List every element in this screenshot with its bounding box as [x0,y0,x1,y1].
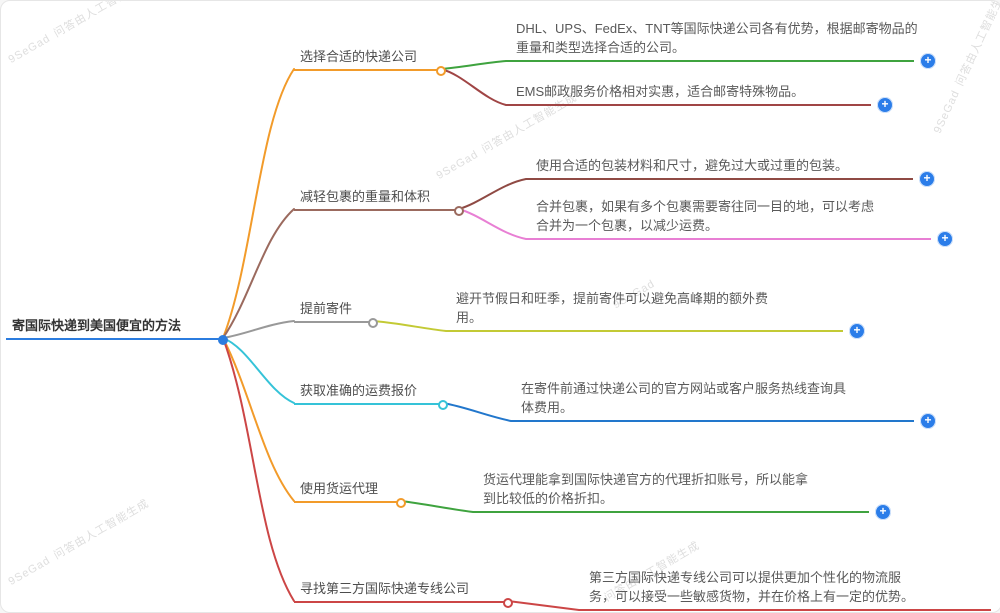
expand-plus-icon[interactable]: + [919,171,935,187]
leaf-node[interactable]: EMS邮政服务价格相对实惠，适合邮寄特殊物品。 + [506,82,893,113]
link-branch3-leaf1 [372,320,447,332]
expand-plus-icon[interactable]: + [920,53,936,69]
link-branch4-leaf1 [442,402,512,422]
leaf-node[interactable]: 在寄件前通过快递公司的官方网站或客户服务热线查询具体费用。 + [511,379,936,429]
branch-node-dot [503,598,513,608]
leaf-text: 使用合适的包装材料和尺寸，避免过大或过重的包装。 [536,158,849,173]
link-root-branch1 [222,68,295,339]
branch-node-dot [438,400,448,410]
leaf-node[interactable]: DHL、UPS、FedEx、TNT等国际快递公司各有优势，根据邮寄物品的重量和类… [506,19,936,69]
branch-node-dot [436,66,446,76]
leaf-text: EMS邮政服务价格相对实惠，适合邮寄特殊物品。 [516,84,805,99]
leaf-text: 在寄件前通过快递公司的官方网站或客户服务热线查询具体费用。 [521,381,847,415]
branch-label: 提前寄件 [300,301,353,316]
root-node-label: 寄国际快递到美国便宜的方法 [12,318,182,333]
link-branch2-leaf2 [458,208,527,240]
branch-node-dot [396,498,406,508]
expand-plus-icon[interactable]: + [849,323,865,339]
branch-node-courier-company[interactable]: 选择合适的快递公司 [294,46,446,76]
branch-node-ship-early[interactable]: 提前寄件 [294,298,378,328]
leaf-text: 避开节假日和旺季，提前寄件可以避免高峰期的额外费用。 [456,291,769,325]
branch-node-freight-agent[interactable]: 使用货运代理 [294,478,406,508]
branch-node-third-party-line[interactable]: 寻找第三方国际快递专线公司 [294,578,513,608]
branch-label: 使用货运代理 [300,481,379,496]
expand-plus-icon[interactable]: + [875,504,891,520]
link-root-branch2 [222,208,295,339]
expand-plus-icon[interactable]: + [920,413,936,429]
branch-label: 寻找第三方国际快递专线公司 [300,581,470,596]
link-branch1-leaf2 [440,68,507,106]
link-root-branch3 [222,320,295,339]
branch-node-dot [368,318,378,328]
branch-node-reduce-weight[interactable]: 减轻包裹的重量和体积 [294,186,464,216]
leaf-text: DHL、UPS、FedEx、TNT等国际快递公司各有优势，根据邮寄物品的重量和类… [516,21,918,55]
link-root-branch4 [222,337,295,404]
link-root-branch6 [222,337,295,602]
leaf-text: 第三方国际快递专线公司可以提供更加个性化的物流服务，可以接受一些敏感货物，并在价… [589,570,915,604]
branch-label: 获取准确的运费报价 [300,383,418,398]
leaf-node[interactable]: 货运代理能拿到国际快递官方的代理折扣账号，所以能拿到比较低的价格折扣。 + [473,470,891,520]
link-branch5-leaf1 [400,500,474,513]
leaf-node[interactable]: 使用合适的包装材料和尺寸，避免过大或过重的包装。 + [526,156,935,187]
leaf-node[interactable]: 第三方国际快递专线公司可以提供更加个性化的物流服务，可以接受一些敏感货物，并在价… [579,568,991,611]
root-node[interactable]: 寄国际快递到美国便宜的方法 [6,315,228,345]
link-branch1-leaf1 [440,60,507,70]
branch-label: 减轻包裹的重量和体积 [300,189,431,204]
branch-label: 选择合适的快递公司 [300,49,418,64]
branch-node-dot [454,206,464,216]
expand-plus-icon[interactable]: + [877,97,893,113]
expand-plus-icon[interactable]: + [937,231,953,247]
leaf-node[interactable]: 合并包裹，如果有多个包裹需要寄往同一目的地，可以考虑合并为一个包裹，以减少运费。… [526,197,953,247]
root-node-dot [218,335,228,345]
link-root-branch5 [222,337,295,502]
leaf-text: 货运代理能拿到国际快递官方的代理折扣账号，所以能拿到比较低的价格折扣。 [483,472,809,506]
leaf-node[interactable]: 避开节假日和旺季，提前寄件可以避免高峰期的额外费用。 + [446,289,865,339]
link-branch6-leaf1 [507,600,580,611]
link-branch2-leaf1 [458,178,527,210]
leaf-text: 合并包裹，如果有多个包裹需要寄往同一目的地，可以考虑合并为一个包裹，以减少运费。 [536,199,875,233]
branch-node-accurate-quote[interactable]: 获取准确的运费报价 [294,380,448,410]
